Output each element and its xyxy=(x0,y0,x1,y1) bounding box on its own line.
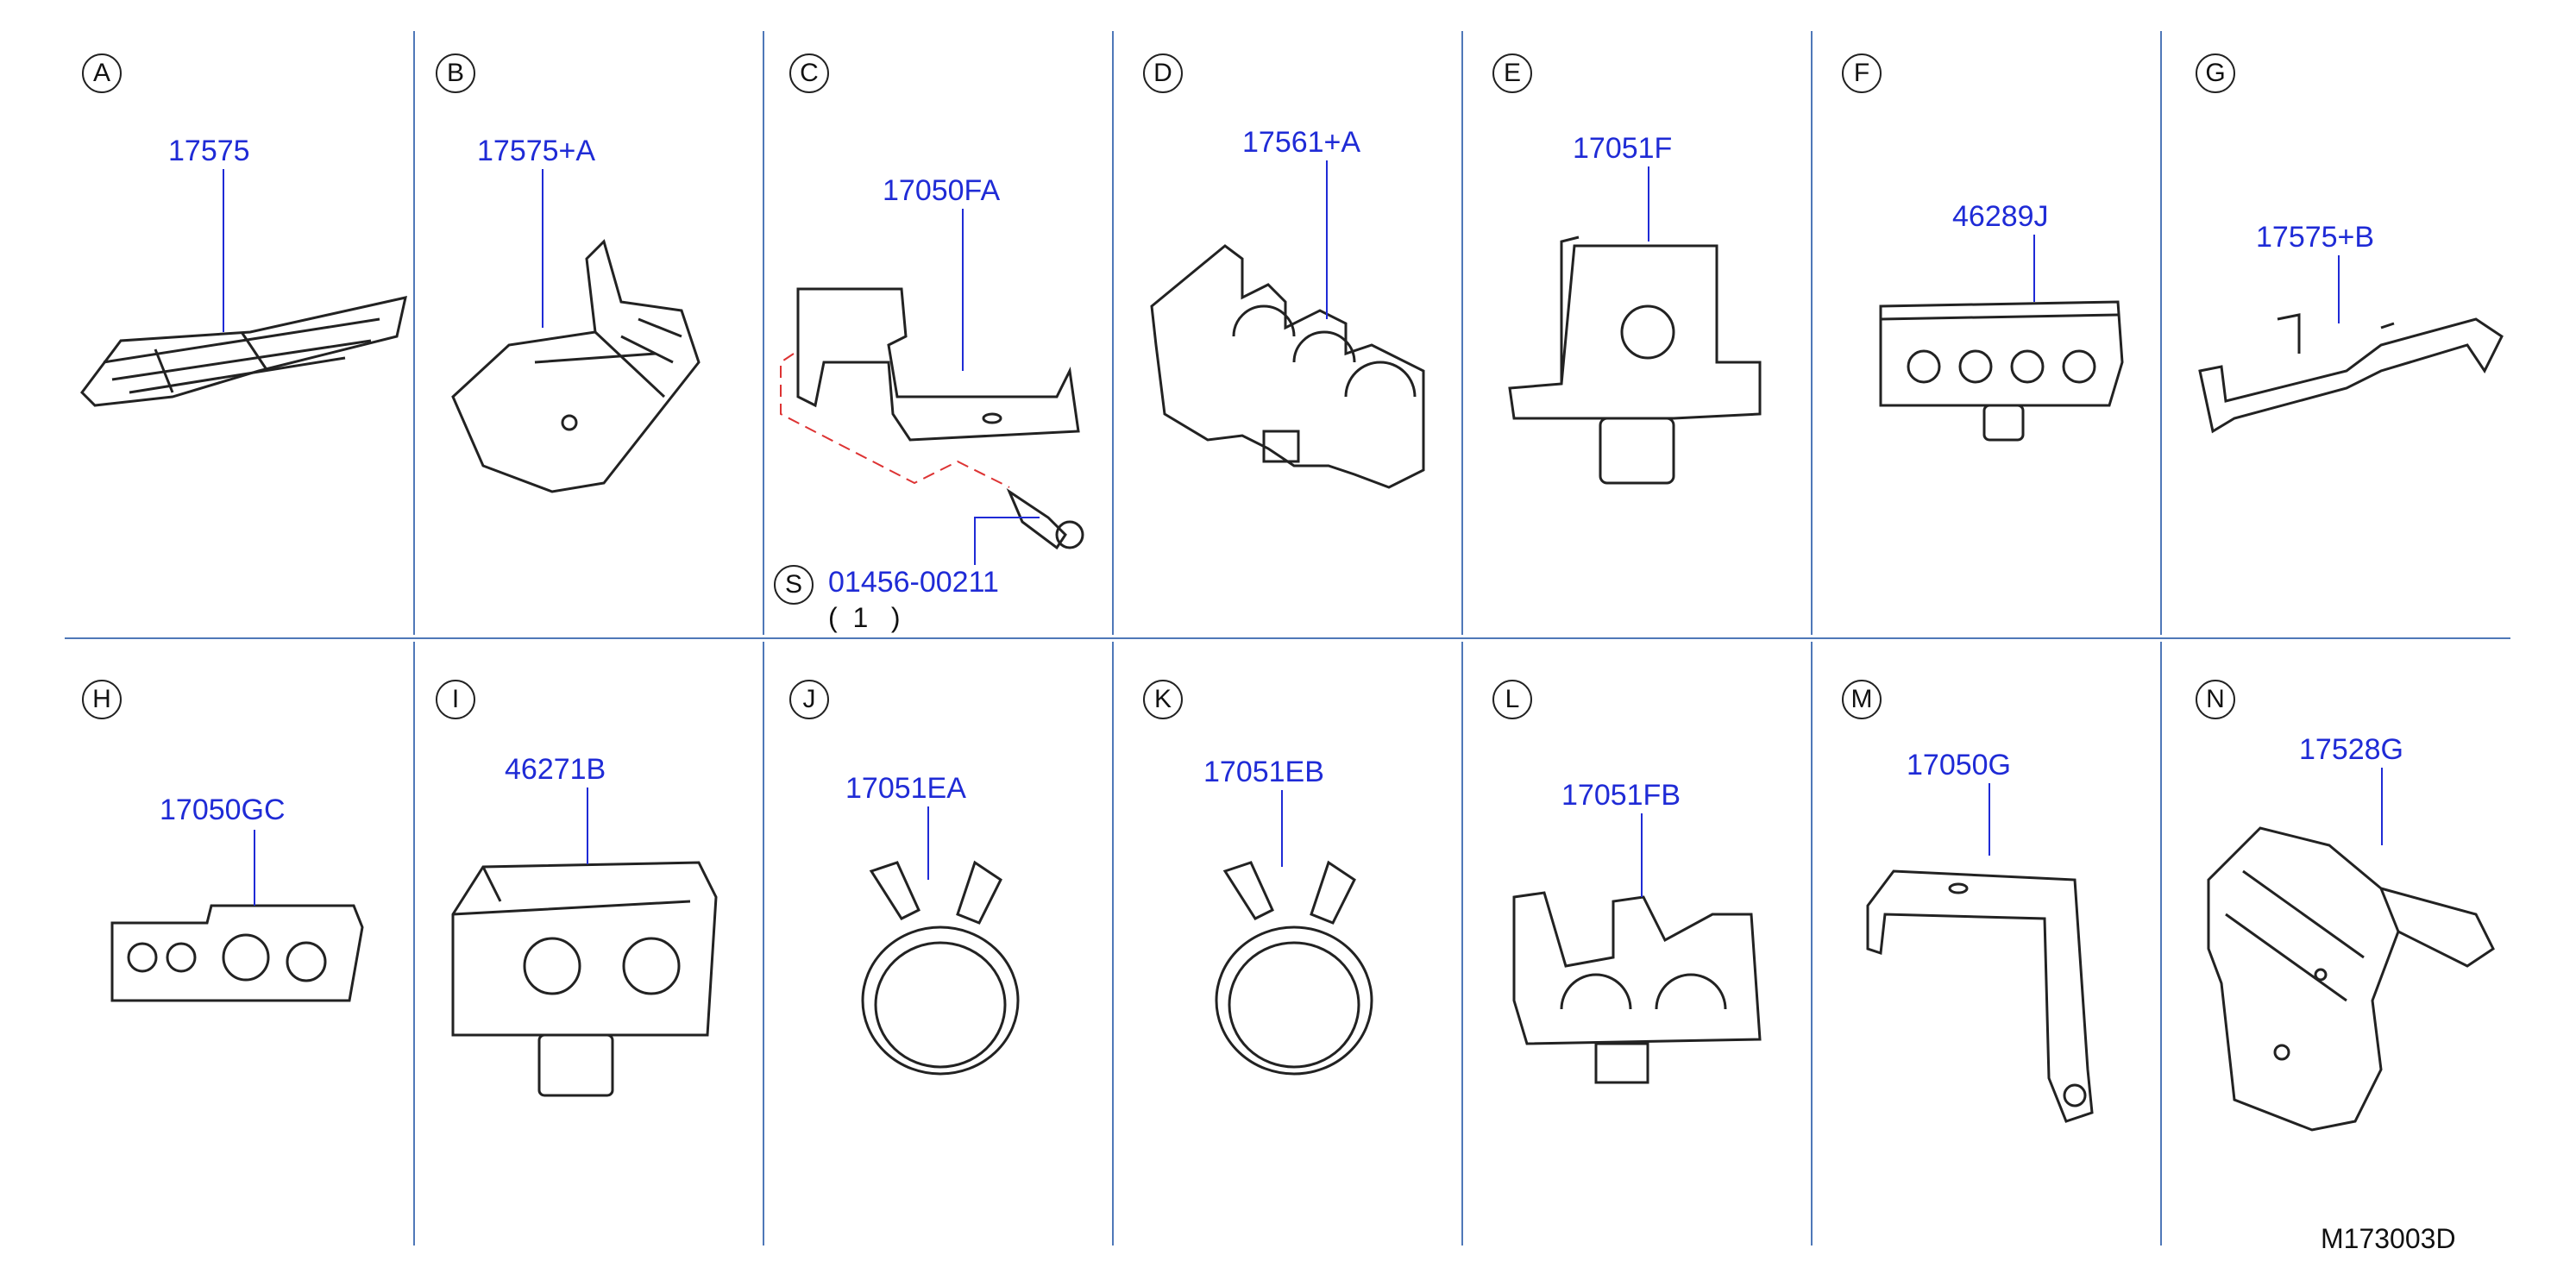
fuel-tube-assembly-icon xyxy=(80,296,407,407)
leader-line xyxy=(223,169,224,332)
bracket-icon xyxy=(780,287,1084,550)
leader-line xyxy=(2033,235,2035,302)
section-letter-j: J xyxy=(789,680,829,719)
part-number-e[interactable]: 17051F xyxy=(1573,132,1673,165)
screw-leader xyxy=(974,517,1040,565)
l-bracket-icon xyxy=(1866,869,2094,1123)
section-letter-d: D xyxy=(1143,53,1183,93)
screw-quantity: ( 1 ) xyxy=(828,602,901,634)
part-number-n[interactable]: 17528G xyxy=(2299,733,2403,766)
block-clip-icon xyxy=(1508,235,1762,485)
section-letter-l: L xyxy=(1492,680,1532,719)
ring-clamp-icon xyxy=(1215,860,1373,1076)
part-number-i[interactable]: 46271B xyxy=(505,753,606,786)
leader-line xyxy=(542,169,543,328)
part-number-screw[interactable]: 01456-00211 xyxy=(828,566,999,599)
screw-symbol: S xyxy=(774,565,814,605)
two-hole-block-clip-icon xyxy=(451,861,718,1097)
section-letter-b: B xyxy=(436,53,475,93)
part-number-g[interactable]: 17575+B xyxy=(2256,221,2375,254)
leader-line xyxy=(1281,790,1283,867)
part-number-k[interactable]: 17051EB xyxy=(1203,756,1324,788)
part-number-d[interactable]: 17561+A xyxy=(1242,126,1361,159)
qty-value: 1 xyxy=(852,602,869,633)
double-u-clip-icon xyxy=(1512,891,1762,1084)
section-letter-n: N xyxy=(2196,680,2235,719)
leader-line xyxy=(1989,783,1990,856)
leader-line xyxy=(254,830,255,906)
section-letter-a: A xyxy=(82,53,122,93)
part-number-m[interactable]: 17050G xyxy=(1907,749,2011,781)
qty-open: ( xyxy=(828,602,838,633)
leader-line xyxy=(1641,813,1643,897)
multi-clip-icon xyxy=(1150,244,1425,489)
canister-bracket-icon xyxy=(2207,826,2495,1132)
section-letter-c: C xyxy=(789,53,829,93)
leader-line xyxy=(587,787,588,864)
part-number-b[interactable]: 17575+A xyxy=(477,135,596,167)
section-letter-i: I xyxy=(436,680,475,719)
four-hole-clip-icon xyxy=(1879,300,2124,442)
leader-line xyxy=(2381,768,2383,845)
section-letter-h: H xyxy=(82,680,122,719)
part-number-j[interactable]: 17051EA xyxy=(845,772,966,805)
section-letter-m: M xyxy=(1842,680,1882,719)
section-letter-f: F xyxy=(1842,53,1882,93)
four-hole-plate-clip-icon xyxy=(110,904,364,1002)
section-letter-e: E xyxy=(1492,53,1532,93)
ring-clamp-icon xyxy=(861,860,1020,1076)
part-number-a[interactable]: 17575 xyxy=(168,135,250,167)
part-number-l[interactable]: 17051FB xyxy=(1561,779,1681,812)
tube-rod-icon xyxy=(2198,313,2504,434)
leader-line xyxy=(927,806,929,880)
part-number-h[interactable]: 17050GC xyxy=(160,794,286,826)
section-letter-g: G xyxy=(2196,53,2235,93)
part-number-f[interactable]: 46289J xyxy=(1952,200,2049,233)
tube-bracket-assembly-icon xyxy=(451,239,701,493)
leader-line xyxy=(962,209,964,371)
part-number-c[interactable]: 17050FA xyxy=(883,174,1001,207)
section-letter-k: K xyxy=(1143,680,1183,719)
leader-line xyxy=(2338,255,2340,323)
qty-close: ) xyxy=(890,602,901,633)
leader-line xyxy=(1326,160,1328,319)
leader-line xyxy=(1648,166,1649,242)
drawing-code: M173003D xyxy=(2321,1223,2456,1254)
